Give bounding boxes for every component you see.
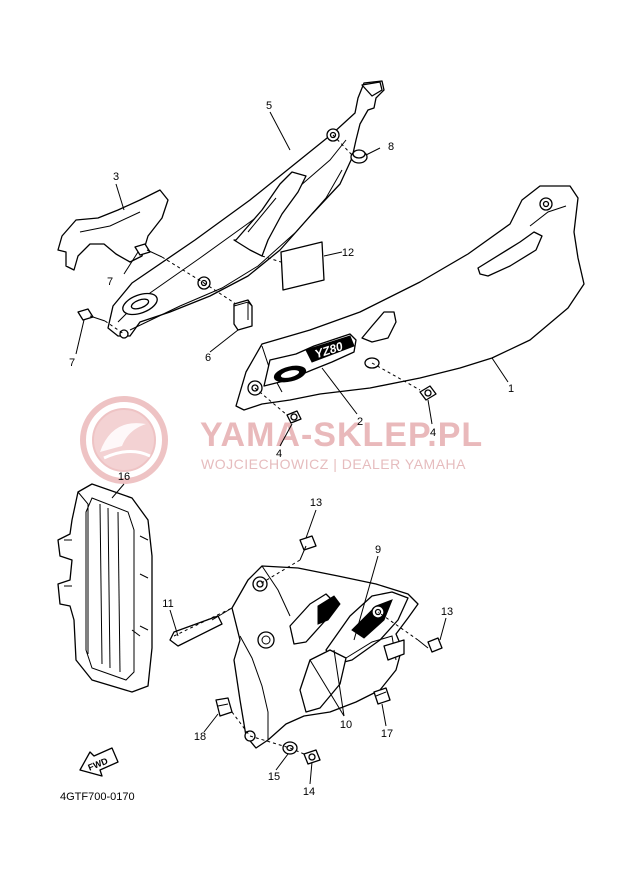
callout-15: 15	[268, 771, 280, 783]
fwd-arrow-icon: FWD	[79, 747, 119, 777]
callout-10: 10	[340, 719, 352, 731]
part-16-radiator-guard	[57, 483, 153, 693]
callout-11: 11	[162, 598, 173, 610]
diagram-code: 4GTF700-0170	[60, 791, 135, 803]
assembly-lines	[104, 134, 421, 755]
part-18-clip	[215, 697, 233, 717]
part-3-bracket	[57, 189, 169, 271]
watermark-logo-icon	[80, 396, 168, 484]
part-5-inner-cover	[107, 80, 385, 339]
callout-4a: 4	[430, 427, 436, 439]
part-11-strip	[169, 615, 223, 647]
callout-6: 6	[205, 352, 211, 364]
callout-16: 16	[118, 471, 130, 483]
watermark-subtitle: WOJCIECHOWICZ | DEALER YAMAHA	[201, 456, 466, 472]
part-14-bolt	[303, 749, 321, 765]
callout-13a: 13	[310, 497, 322, 509]
part-2-yz80-decal: YZ80	[263, 333, 357, 387]
callout-4b: 4	[276, 448, 282, 460]
watermark-title: YAMA-SKLEP.PL	[200, 416, 483, 454]
callout-8: 8	[388, 141, 394, 153]
callout-5: 5	[266, 100, 272, 112]
watermark: YAMA-SKLEP.PL WOJCIECHOWICZ | DEALER YAM…	[80, 396, 483, 484]
callout-18: 18	[194, 731, 206, 743]
part-4-bolt-b	[286, 410, 302, 424]
callout-leaders	[75, 111, 509, 785]
callout-9: 9	[375, 544, 381, 556]
callout-12: 12	[342, 247, 354, 259]
callout-7a: 7	[107, 276, 113, 288]
part-7-bolt-b	[77, 308, 106, 322]
callout-1: 1	[508, 383, 514, 395]
callout-3: 3	[113, 171, 119, 183]
part-17-clip-nut	[373, 687, 391, 705]
part-15-washer	[282, 741, 298, 755]
part-13-bolt-b	[417, 637, 443, 653]
part-4-bolt-a	[419, 385, 437, 401]
callout-14: 14	[303, 786, 315, 798]
callout-17: 17	[381, 728, 393, 740]
part-8-grommet	[350, 149, 368, 164]
part-6-damper	[233, 299, 253, 331]
part-9-radiator-shroud	[211, 565, 419, 749]
callout-7b: 7	[69, 357, 75, 369]
part-12-decal	[280, 241, 325, 291]
callout-13b: 13	[441, 606, 453, 618]
callout-2: 2	[357, 416, 363, 428]
callout-labels: 1 2 3 4 4 5 6 7 7 8 9 10 11 12 13 13 14 …	[69, 100, 514, 798]
part-13-bolt-a	[299, 535, 317, 561]
